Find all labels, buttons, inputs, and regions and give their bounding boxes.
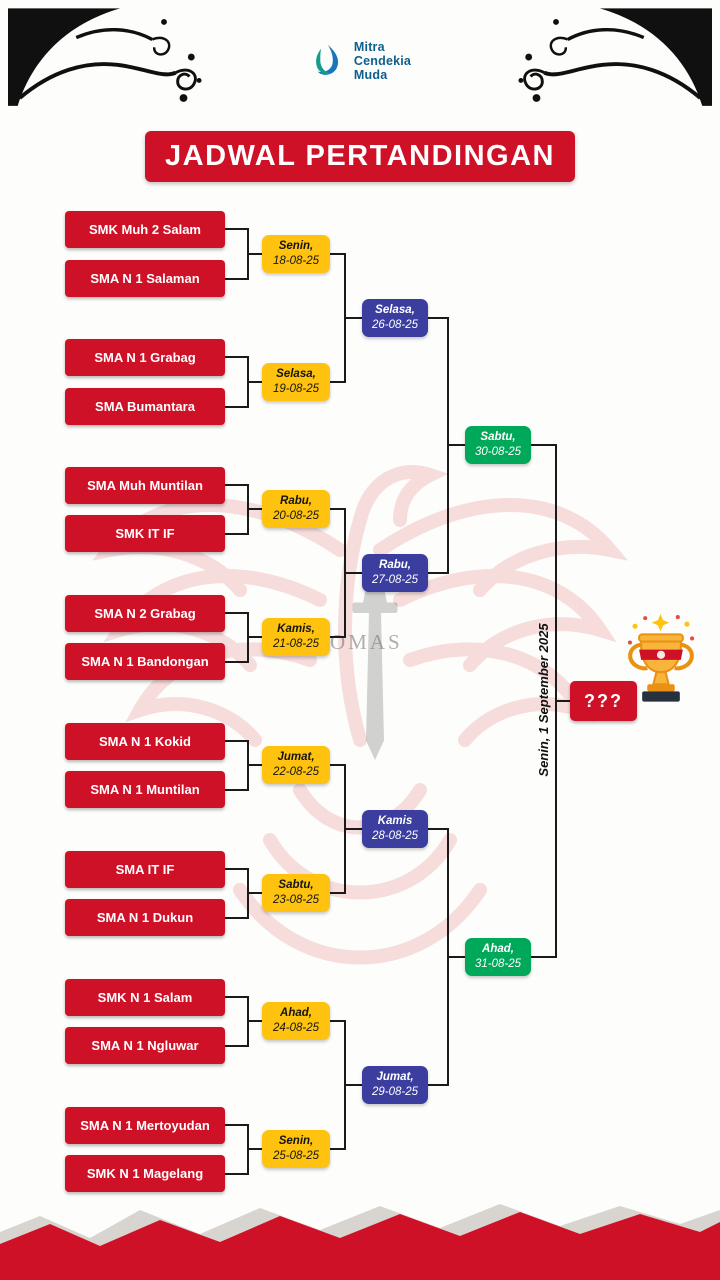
round1-match-5: Jumat, 22-08-25: [262, 746, 330, 784]
logo-text-line2: Cendekia: [353, 54, 412, 68]
match-date: 30-08-25: [474, 446, 522, 458]
batik-bird-watermark: [91, 465, 629, 965]
page-title: JADWAL PERTANDINGAN: [145, 131, 575, 182]
match-day: Selasa,: [276, 368, 316, 381]
match-day: Senin,: [278, 240, 314, 253]
round1-match-2: Selasa, 19-08-25: [262, 363, 330, 401]
torn-paper-edge: [0, 1204, 720, 1280]
match-date: 18-08-25: [272, 255, 320, 267]
match-date: 19-08-25: [272, 383, 320, 395]
team-box-11: SMA IT IF: [65, 851, 225, 888]
flourish-top-right-icon: [518, 8, 712, 106]
match-day: Senin,: [278, 1135, 314, 1148]
round1-match-8: Senin, 25-08-25: [262, 1130, 330, 1168]
match-date: 27-08-25: [371, 574, 419, 586]
team-box-3: SMA N 1 Grabag: [65, 339, 225, 376]
team-box-4: SMA Bumantara: [65, 388, 225, 425]
logo-text-line3: Muda: [353, 68, 388, 82]
match-day: Rabu,: [280, 495, 312, 508]
round1-match-1: Senin, 18-08-25: [262, 235, 330, 273]
team-box-12: SMA N 1 Dukun: [65, 899, 225, 936]
match-date: 31-08-25: [474, 958, 522, 970]
team-box-8: SMA N 1 Bandongan: [65, 643, 225, 680]
match-date: 22-08-25: [272, 766, 320, 778]
team-box-2: SMA N 1 Salaman: [65, 260, 225, 297]
match-day: Kamis: [377, 815, 413, 828]
round1-match-6: Sabtu, 23-08-25: [262, 874, 330, 912]
round1-match-7: Ahad, 24-08-25: [262, 1002, 330, 1040]
match-date: 25-08-25: [272, 1150, 320, 1162]
logo-text: Mitra Cendekia Muda: [354, 40, 411, 82]
match-date: 24-08-25: [272, 1022, 320, 1034]
match-date: 26-08-25: [371, 319, 419, 331]
round1-match-3: Rabu, 20-08-25: [262, 490, 330, 528]
team-box-10: SMA N 1 Muntilan: [65, 771, 225, 808]
team-box-14: SMA N 1 Ngluwar: [65, 1027, 225, 1064]
match-date: 28-08-25: [371, 830, 419, 842]
match-date: 20-08-25: [272, 510, 320, 522]
round2-match-1: Selasa, 26-08-25: [362, 299, 428, 337]
match-day: Ahad,: [280, 1007, 312, 1020]
team-box-5: SMA Muh Muntilan: [65, 467, 225, 504]
match-day: Sabtu,: [278, 879, 314, 892]
team-box-16: SMK N 1 Magelang: [65, 1155, 225, 1192]
team-box-1: SMK Muh 2 Salam: [65, 211, 225, 248]
semifinal-match-1: Sabtu, 30-08-25: [465, 426, 531, 464]
match-date: 29-08-25: [371, 1086, 419, 1098]
match-day: Jumat,: [376, 1071, 414, 1084]
logo-text-line1: Mitra: [353, 40, 385, 54]
match-date: 21-08-25: [272, 638, 320, 650]
match-day: Selasa,: [375, 304, 415, 317]
match-day: Jumat,: [277, 751, 315, 764]
flourish-top-left-icon: [8, 8, 202, 106]
final-winner-box: ???: [570, 681, 637, 721]
team-box-7: SMA N 2 Grabag: [65, 595, 225, 632]
semifinal-match-2: Ahad, 31-08-25: [465, 938, 531, 976]
watermark-text: OMAS: [330, 630, 403, 654]
round1-match-4: Kamis, 21-08-25: [262, 618, 330, 656]
match-date: 23-08-25: [272, 894, 320, 906]
match-day: Sabtu,: [480, 431, 516, 444]
team-box-9: SMA N 1 Kokid: [65, 723, 225, 760]
round2-match-3: Kamis 28-08-25: [362, 810, 428, 848]
team-box-13: SMK N 1 Salam: [65, 979, 225, 1016]
round2-match-4: Jumat, 29-08-25: [362, 1066, 428, 1104]
match-day: Rabu,: [379, 559, 411, 572]
logo: Mitra Cendekia Muda: [309, 40, 411, 82]
trophy-icon: [627, 614, 695, 702]
final-date-label: Senin, 1 September 2025: [536, 623, 551, 777]
match-day: Kamis,: [277, 623, 315, 636]
logo-drop-icon: [316, 44, 339, 75]
round2-match-2: Rabu, 27-08-25: [362, 554, 428, 592]
match-day: Ahad,: [482, 943, 514, 956]
team-box-6: SMK IT IF: [65, 515, 225, 552]
team-box-15: SMA N 1 Mertoyudan: [65, 1107, 225, 1144]
